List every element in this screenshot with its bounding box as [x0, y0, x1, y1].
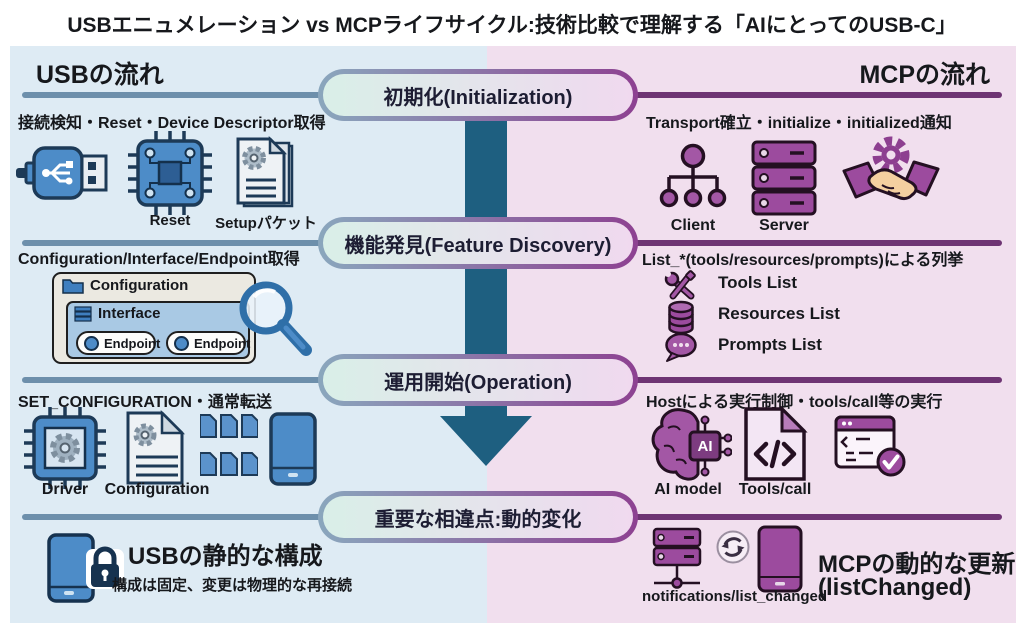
- endpoint-dot-icon: [84, 335, 99, 351]
- mcp-divider-2: [634, 240, 1002, 246]
- phone-lock-icon: [47, 533, 124, 603]
- tools-call-doc-icon: [744, 406, 808, 481]
- setup-packet-label: Setupパケット: [215, 215, 317, 232]
- magnifier-icon: [239, 281, 312, 356]
- flow-arrow-head: [440, 416, 532, 466]
- handshake-icon: [842, 136, 940, 201]
- reset-label: Reset: [149, 212, 191, 229]
- resources-icon: [668, 300, 694, 335]
- usb-s1-caption: 接続検知・Reset・Device Descriptor取得: [18, 115, 326, 132]
- reset-chip-icon: [128, 131, 212, 215]
- mcp-divider-1: [634, 92, 1002, 98]
- usb-column-header: USBの流れ: [36, 61, 164, 89]
- server-label: Server: [759, 217, 809, 234]
- prompts-icon: [665, 332, 697, 362]
- server-icon: [751, 140, 817, 216]
- interface-box-header: Interface: [74, 305, 161, 322]
- endpoint-2: Endpoint: [166, 331, 250, 355]
- stage-pill-operation: 運用開始(Operation): [318, 354, 638, 406]
- configuration-doc-icon: [126, 409, 186, 485]
- endpoint-dot-icon: [174, 335, 189, 351]
- notifications-list-changed-label: notifications/list_changed: [642, 588, 828, 605]
- configuration-box-header: Configuration: [62, 277, 188, 294]
- stage-label-dynamic-change: 重要な相違点:動的変化: [323, 496, 633, 538]
- notification-server-icon: [652, 527, 702, 589]
- resources-list-label: Resources List: [718, 304, 840, 323]
- folder-icon: [62, 279, 84, 294]
- mcp-s3-caption: Hostによる実行制御・tools/call等の実行: [646, 394, 943, 411]
- ai-model-label: AI model: [654, 481, 722, 498]
- usb-device-phone-icon: [269, 412, 317, 486]
- tools-icon: [664, 270, 696, 300]
- usb-s3-caption: SET_CONFIGURATION・通常転送: [18, 394, 272, 411]
- usb-s2-caption: Configuration/Interface/Endpoint取得: [18, 251, 300, 268]
- usb-divider-1: [22, 92, 322, 98]
- tools-list-label: Tools List: [718, 273, 798, 292]
- usb-divider-3: [22, 377, 322, 383]
- mcp-device-phone-icon: [757, 525, 803, 593]
- mcp-divider-4: [634, 514, 1002, 520]
- usb-static-subtitle: 構成は固定、変更は物理的な再接続: [112, 577, 353, 594]
- stage-label-operation: 運用開始(Operation): [323, 359, 633, 401]
- setup-packet-icon: [236, 135, 294, 208]
- usb-plug-icon: [16, 146, 108, 200]
- usb-divider-2: [22, 240, 322, 246]
- stage-label-feature-discovery: 機能発見(Feature Discovery): [323, 222, 633, 264]
- execution-check-window-icon: [834, 415, 906, 477]
- endpoint-2-label: Endpoint: [194, 335, 251, 351]
- refresh-icon: [716, 530, 750, 564]
- usb-divider-4: [22, 514, 322, 520]
- ai-model-icon: AI: [651, 408, 732, 481]
- endpoint-1: Endpoint: [76, 331, 160, 355]
- stage-pill-initialization: 初期化(Initialization): [318, 69, 638, 121]
- mcp-column-header: MCPの流れ: [859, 61, 990, 89]
- driver-label: Driver: [41, 481, 89, 498]
- stage-pill-dynamic-change: 重要な相違点:動的変化: [318, 491, 638, 543]
- configuration-label: Configuration: [104, 481, 210, 498]
- interface-server-icon: [74, 305, 92, 322]
- configuration-box-label: Configuration: [90, 277, 189, 294]
- tools-call-label: Tools/call: [738, 481, 812, 498]
- client-icon: [659, 143, 727, 208]
- page-title: USBエニュメレーション vs MCPライフサイクル:技術比較で理解する「AIに…: [67, 14, 957, 37]
- client-label: Client: [670, 217, 716, 234]
- driver-chip-icon: [24, 407, 106, 489]
- endpoint-1-label: Endpoint: [104, 335, 161, 351]
- svg-text:AI: AI: [698, 438, 713, 455]
- mcp-s2-caption: List_*(tools/resources/prompts)による列挙: [642, 252, 964, 269]
- interface-box-label: Interface: [98, 305, 161, 322]
- stage-label-initialization: 初期化(Initialization): [323, 74, 633, 116]
- usb-static-title: USBの静的な構成: [128, 543, 323, 570]
- prompts-list-label: Prompts List: [718, 335, 822, 354]
- mcp-s1-caption: Transport確立・initialize・initialized通知: [646, 115, 952, 132]
- mcp-dynamic-title: MCPの動的な更新: [818, 551, 1016, 578]
- stage-pill-feature-discovery: 機能発見(Feature Discovery): [318, 217, 638, 269]
- mcp-dynamic-subtitle: (listChanged): [818, 574, 972, 601]
- data-files-icon: [200, 414, 258, 476]
- mcp-divider-3: [634, 377, 1002, 383]
